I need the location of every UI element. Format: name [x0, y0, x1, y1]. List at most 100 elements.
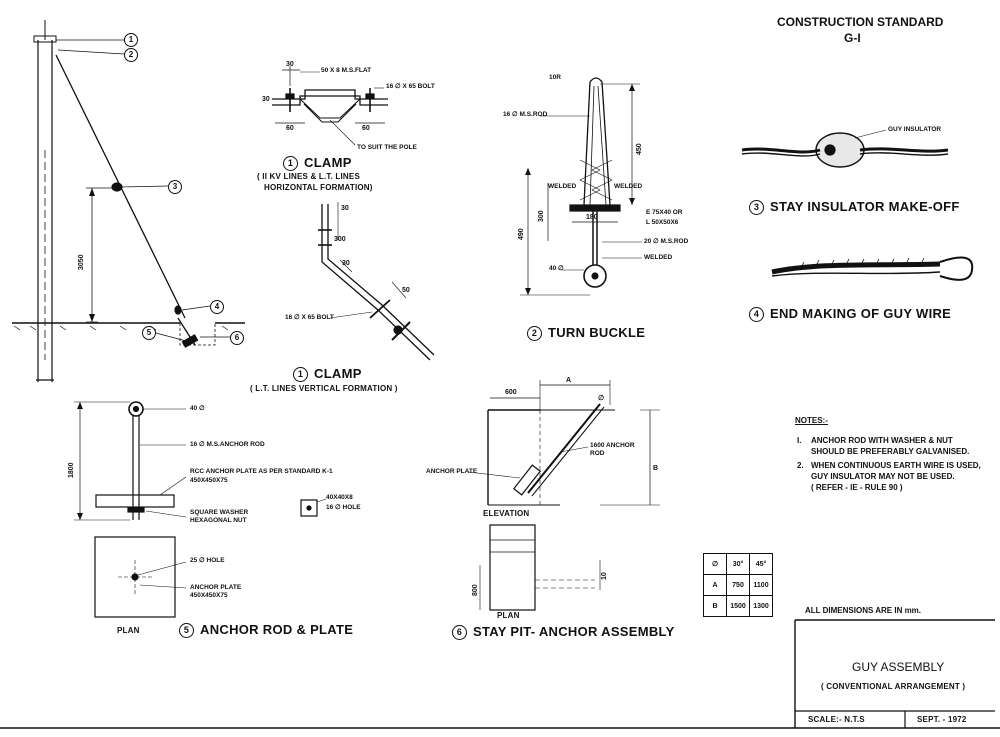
sp-dim-a: A: [566, 377, 572, 384]
table-cell: A: [703, 574, 727, 596]
pole-height-dim: 3050: [78, 254, 85, 270]
dimensions-note: ALL DIMENSIONS ARE IN mm.: [805, 606, 922, 615]
scale-label: SCALE:- N.T.S: [808, 715, 865, 724]
callout-2: 2: [124, 48, 138, 62]
stay-insulator-caption: 3 STAY INSULATOR MAKE-OFF: [749, 200, 960, 215]
caption-text: STAY INSULATOR MAKE-OFF: [770, 199, 960, 214]
ar-plan-plate-2: 450X450X75: [190, 592, 228, 599]
clamp-h-dim-60b: 60: [362, 125, 370, 132]
anchor-rod-drawing: [74, 401, 327, 618]
ar-plan-hole: 25 ∅ HOLE: [190, 557, 225, 564]
sp-rod-label-2: ROD: [590, 450, 605, 457]
table-header-row: ∅ 30° 45°: [703, 553, 773, 575]
ar-plan-label: PLAN: [117, 626, 140, 635]
ar-washer-label: SQUARE WASHER: [190, 509, 249, 516]
ar-plate-label-2: 450X450X75: [190, 477, 228, 484]
clamp-h-dim-30b: 30: [262, 96, 270, 103]
table-row: A 750 1100: [703, 574, 773, 596]
clamp-horizontal-caption: 1 CLAMP: [283, 156, 352, 171]
caption-text: END MAKING OF GUY WIRE: [770, 306, 952, 321]
tb-angle-label-2: L 50X50X6: [646, 219, 679, 226]
turn-buckle-drawing: [520, 77, 642, 296]
ar-washer-size: 40X40X8: [326, 494, 353, 501]
caption-number: 1: [283, 156, 298, 171]
caption-number: 1: [293, 367, 308, 382]
pole-drawing: [12, 20, 245, 382]
table-cell: 1100: [749, 574, 773, 596]
notes-title: NOTES:-: [795, 416, 828, 425]
clamp-h-dim-60a: 60: [286, 125, 294, 132]
caption-number: 5: [179, 623, 194, 638]
note-2-line-1: WHEN CONTINUOUS EARTH WIRE IS USED,: [811, 461, 981, 470]
table-header-cell: 45°: [749, 553, 773, 575]
caption-number: 6: [452, 625, 467, 640]
sp-plate-label: ANCHOR PLATE: [426, 468, 478, 475]
tb-radius-label: 10R: [549, 74, 561, 81]
drawing-title: GUY ASSEMBLY: [852, 660, 945, 674]
note-2-line-3: ( REFER - IE - RULE 90 ): [811, 483, 903, 492]
tb-eye-label: 40 ∅: [549, 265, 564, 272]
note-1-line-1: ANCHOR ROD WITH WASHER & NUT: [811, 436, 953, 445]
clamp-v-bolt-label: 16 ∅ X 65 BOLT: [285, 314, 334, 321]
end-making-caption: 4 END MAKING OF GUY WIRE: [749, 307, 951, 322]
clamp-v-dim-30a: 30: [341, 205, 349, 212]
clamp-v-dim-300: 300: [334, 236, 346, 243]
title-block-lines: [0, 619, 1000, 729]
sp-elevation-label: ELEVATION: [483, 509, 530, 518]
guy-wire-end-drawing: [771, 256, 974, 281]
table-header-cell: ∅: [703, 553, 727, 575]
sp-dim-800: 800: [472, 584, 479, 596]
clamp-flat-label: 50 X 8 M.S.FLAT: [321, 67, 372, 74]
table-header-cell: 30°: [726, 553, 750, 575]
date-label: SEPT. - 1972: [917, 715, 967, 724]
callout-5: 5: [142, 326, 156, 340]
sp-rod-label-1: 1600 ANCHOR: [590, 442, 635, 449]
caption-text: CLAMP: [304, 155, 352, 170]
caption-text: ANCHOR ROD & PLATE: [200, 622, 354, 637]
caption-text: TURN BUCKLE: [548, 325, 646, 340]
stay-insulator-drawing: [741, 129, 949, 168]
tb-welded-left: WELDED: [548, 183, 577, 190]
angle-dimension-table: ∅ 30° 45° A 750 1100 B 1500 1300: [703, 553, 773, 617]
clamp-horizontal-subtitle-1: ( II KV LINES & L.T. LINES: [257, 172, 360, 181]
tb-dim-180: 180: [586, 214, 598, 221]
caption-number: 2: [527, 326, 542, 341]
sp-angle: ∅: [598, 395, 605, 402]
clamp-vertical-subtitle: ( L.T. LINES VERTICAL FORMATION ): [250, 384, 398, 393]
note-1-num: I.: [797, 436, 802, 445]
tb-dim-450: 450: [636, 143, 643, 155]
caption-number: 3: [749, 200, 764, 215]
stay-pit-caption: 6 STAY PIT- ANCHOR ASSEMBLY: [452, 625, 675, 640]
ar-plan-plate-1: ANCHOR PLATE: [190, 584, 242, 591]
table-cell: 750: [726, 574, 750, 596]
drawing-subtitle: ( CONVENTIONAL ARRANGEMENT ): [821, 682, 966, 691]
tb-rod-label: 16 ∅ M.S.ROD: [503, 111, 548, 118]
ar-rod-label: 16 ∅ M.S.ANCHOR ROD: [190, 441, 265, 448]
clamp-horizontal-subtitle-2: HORIZONTAL FORMATION): [264, 183, 373, 192]
standard-code: G-I: [844, 31, 861, 45]
caption-text: STAY PIT- ANCHOR ASSEMBLY: [473, 624, 675, 639]
ar-plate-label-1: RCC ANCHOR PLATE AS PER STANDARD K-1: [190, 468, 333, 475]
clamp-suit-label: TO SUIT THE POLE: [357, 144, 417, 151]
ar-nut-label: HEXAGONAL NUT: [190, 517, 247, 524]
clamp-v-dim-50: 50: [402, 287, 410, 294]
sp-plan-label: PLAN: [497, 611, 520, 620]
tb-dim-490: 490: [518, 228, 525, 240]
ar-eye-label: 40 ∅: [190, 405, 205, 412]
callout-3: 3: [168, 180, 182, 194]
note-1-line-2: SHOULD BE PREFERABLY GALVANISED.: [811, 447, 970, 456]
table-cell: 1500: [726, 595, 750, 617]
note-2-line-2: GUY INSULATOR MAY NOT BE USED.: [811, 472, 955, 481]
sp-dim-600: 600: [505, 389, 517, 396]
caption-number: 4: [749, 307, 764, 322]
note-2-num: 2.: [797, 461, 804, 470]
clamp-horizontal-drawing: [272, 66, 388, 146]
anchor-rod-caption: 5 ANCHOR ROD & PLATE: [179, 623, 353, 638]
sp-dim-10: 10: [601, 572, 608, 580]
sp-dim-b: B: [653, 465, 659, 472]
table-row: B 1500 1300: [703, 595, 773, 617]
turn-buckle-caption: 2 TURN BUCKLE: [527, 326, 645, 341]
clamp-vertical-drawing: [318, 202, 435, 361]
